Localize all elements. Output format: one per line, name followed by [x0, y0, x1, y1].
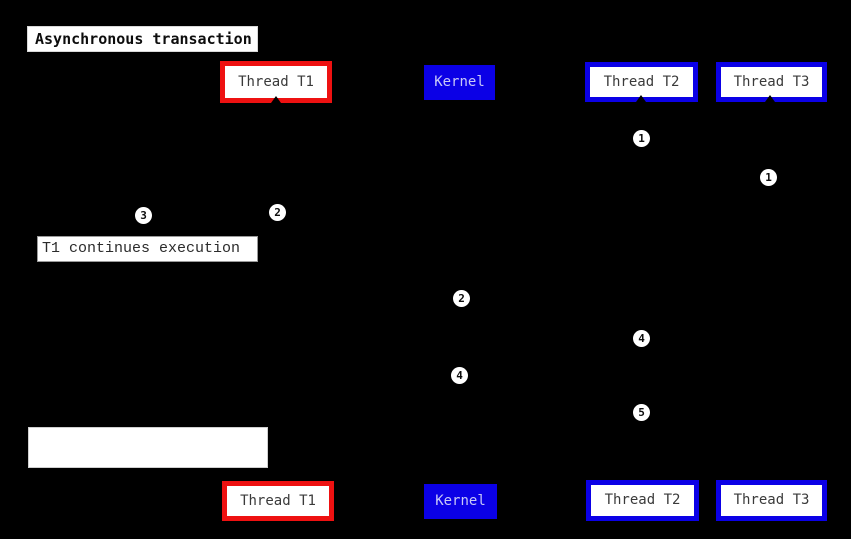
- lifeline-notch-t3-top: [765, 95, 775, 102]
- participant-kernel-bottom: Kernel: [424, 484, 497, 519]
- note-empty-box: [28, 427, 268, 468]
- marker-step-2-thread-t1: 2: [269, 204, 286, 221]
- participant-thread-t2-bottom: Thread T2: [586, 480, 699, 521]
- lifeline-notch-t2-top: [636, 95, 646, 102]
- marker-step-2-kernel: 2: [453, 290, 470, 307]
- marker-step-1-thread-t3: 1: [760, 169, 777, 186]
- marker-step-4-kernel: 4: [451, 367, 468, 384]
- participant-kernel-top: Kernel: [424, 65, 495, 100]
- marker-step-4-thread-t2: 4: [633, 330, 650, 347]
- marker-step-5-thread-t2: 5: [633, 404, 650, 421]
- note-t1-continues-execution: T1 continues execution: [37, 236, 258, 262]
- marker-step-3-thread-t1: 3: [135, 207, 152, 224]
- diagram-title: Asynchronous transaction: [27, 26, 258, 52]
- participant-thread-t1-bottom: Thread T1: [222, 481, 334, 521]
- marker-step-1-thread-t2: 1: [633, 130, 650, 147]
- participant-thread-t3-bottom: Thread T3: [716, 480, 827, 521]
- lifeline-notch-t1-top: [271, 96, 281, 103]
